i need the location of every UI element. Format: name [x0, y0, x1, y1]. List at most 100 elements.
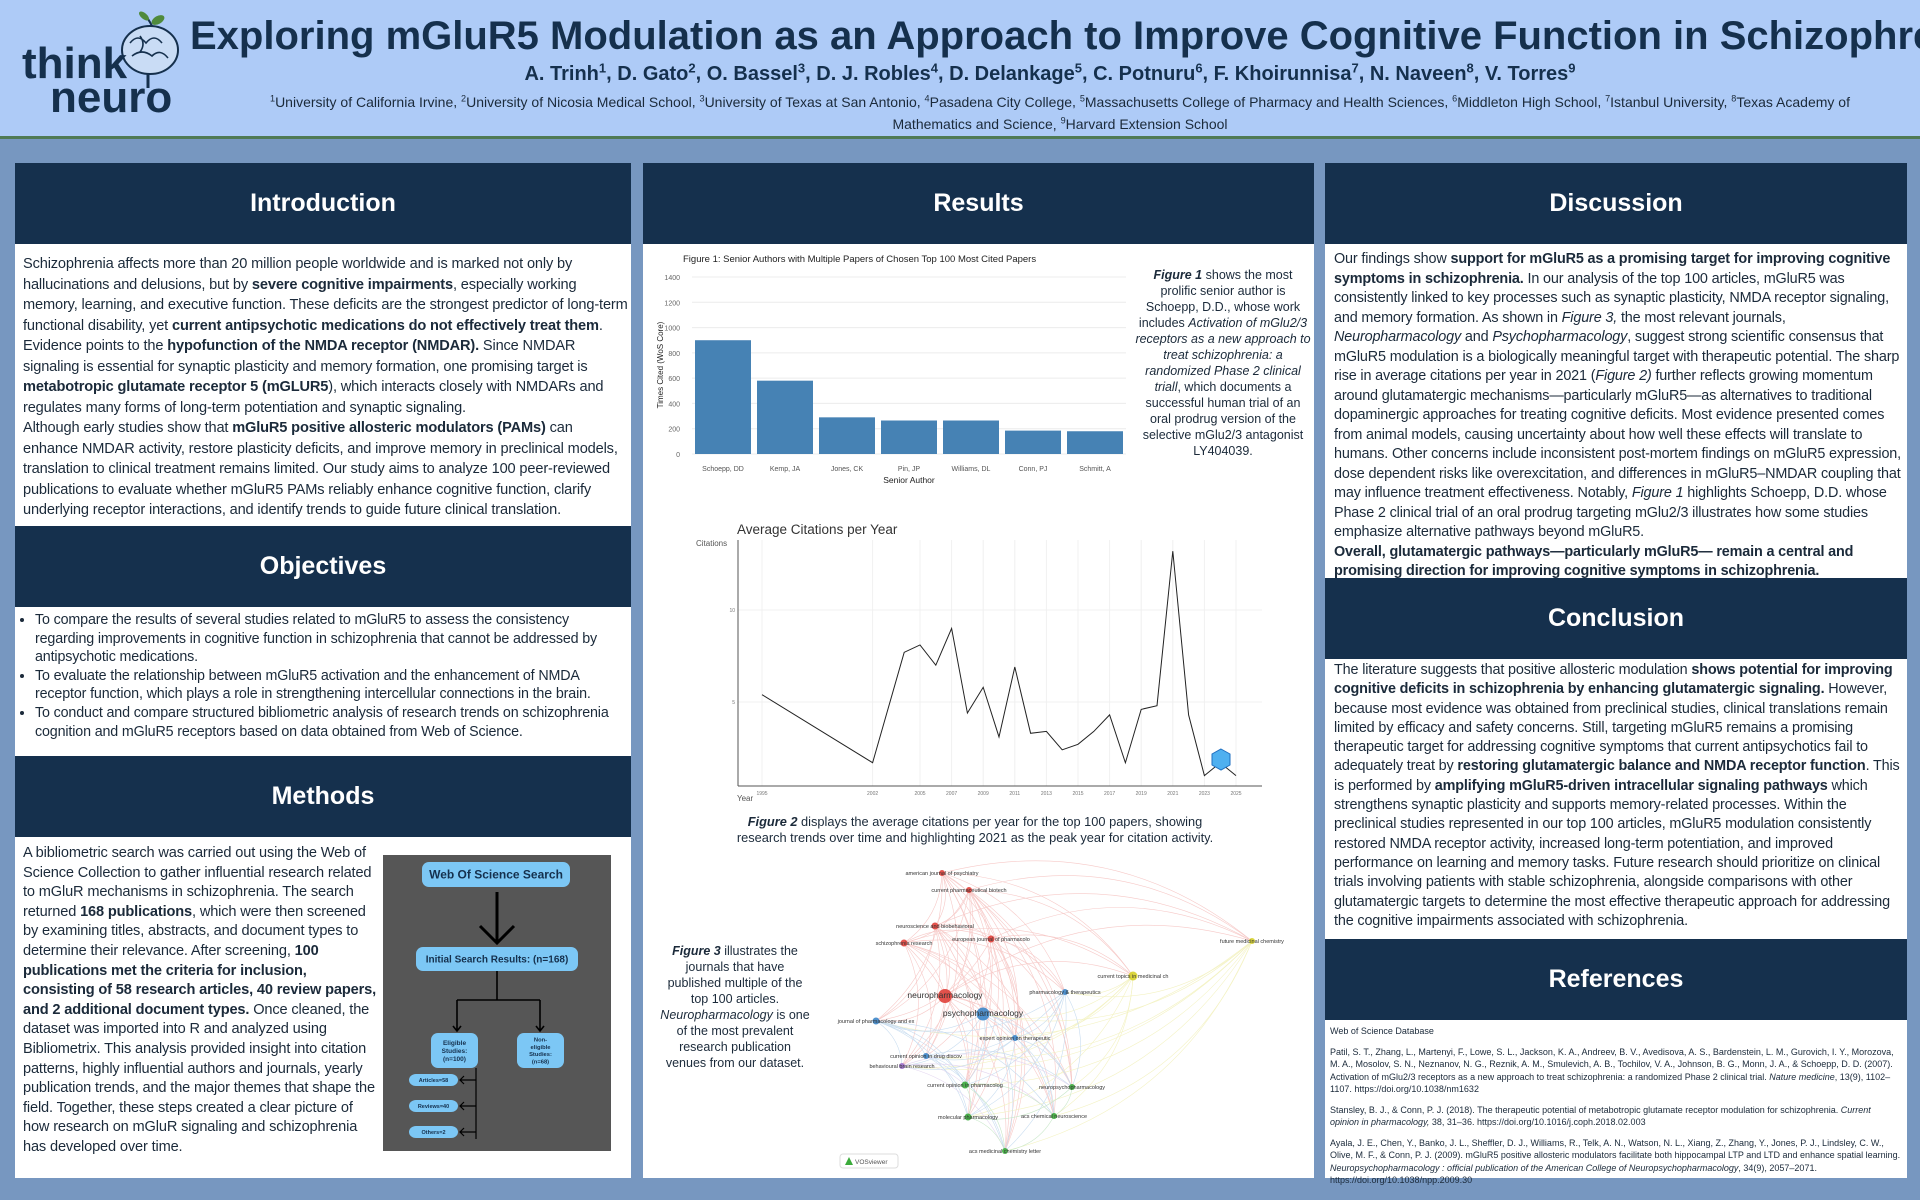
text-run: metabotropic glutamate receptor 5 (mGLUR…	[23, 379, 329, 395]
text-run: , which documents a successful human tri…	[1142, 380, 1304, 458]
text-run: and	[1461, 329, 1493, 345]
paragraph: Patil, S. T., Zhang, L., Martenyi, F., L…	[1330, 1046, 1902, 1096]
text-run: ), which interacts closely with NMDARs a…	[23, 379, 604, 416]
figure-2-caption: Figure 2 displays the average citations …	[725, 814, 1225, 846]
objective-item: To conduct and compare structured biblio…	[35, 704, 629, 741]
author: N. Naveen8	[1369, 60, 1474, 85]
text-run: . This is performed by	[1334, 758, 1900, 794]
text-run: Although early studies show that	[23, 420, 233, 436]
paragraph: Web of Science Database	[1330, 1025, 1902, 1038]
objectives-heading: Objectives	[15, 526, 631, 607]
author: D. Delankage5	[949, 60, 1082, 85]
text-run: Activation of mGlu2/3 receptors as a new…	[1135, 316, 1311, 394]
conclusion-heading: Conclusion	[1325, 578, 1907, 659]
affiliation: 6Middleton High School	[1452, 93, 1598, 110]
results-heading: Results	[643, 163, 1314, 244]
introduction-heading: Introduction	[15, 163, 631, 244]
text-run: severe cognitive impairments	[251, 276, 453, 293]
svg-text:think: think	[22, 39, 128, 88]
affiliation: 5Massachusetts College of Pharmacy and H…	[1079, 93, 1445, 110]
objective-item: To compare the results of several studie…	[35, 611, 629, 667]
text-run: the most relevant journals,	[1617, 309, 1786, 326]
text-run: Patil, S. T., Zhang, L., Martenyi, F., L…	[1330, 1046, 1894, 1082]
objective-item: To evaluate the relationship between mGl…	[35, 667, 629, 704]
text-run: is one of the most prevalent research pu…	[665, 1008, 810, 1070]
text-run: Overall, glutamatergic pathways—particul…	[1334, 543, 1854, 580]
conclusion-text: The literature suggests that positive al…	[1334, 661, 1903, 931]
text-run: Schizophrenia affects more than 20 milli…	[23, 256, 573, 293]
figure-1-caption: Figure 1 shows the most prolific senior …	[1134, 267, 1312, 459]
text-run: restoring glutamatergic balance and NMDA…	[1457, 758, 1866, 775]
poster-header: think neuro Exploring mGluR5 Modulation …	[0, 0, 1920, 139]
objectives-list: To compare the results of several studie…	[15, 611, 629, 741]
discussion-heading: Discussion	[1325, 163, 1907, 244]
text-run: , suggest strong scientific consensus th…	[1334, 329, 1900, 384]
text-run: , which were then screened by examining …	[23, 903, 366, 959]
text-run: A bibliometric search was carried out us…	[23, 845, 372, 920]
author: O. Bassel3	[706, 60, 806, 85]
brain-icon: think neuro	[22, 11, 179, 122]
affiliation-list: 1University of California Irvine, 2Unive…	[270, 93, 1850, 133]
paragraph: Schizophrenia affects more than 20 milli…	[23, 254, 628, 418]
text-run: Current opinion in pharmacology,	[1330, 1104, 1871, 1128]
text-run: Neuropharmacology	[1334, 329, 1462, 345]
text-run: mGluR5 positive allosteric modulators (P…	[232, 420, 546, 436]
text-run: which strengthens synaptic plasticity an…	[1334, 777, 1890, 929]
discussion-text: Our findings show support for mGluR5 as …	[1334, 250, 1903, 582]
author: D. J. Robles4	[816, 60, 938, 85]
text-run: Once cleaned, the dataset was imported i…	[23, 1001, 375, 1155]
text-run: Psychopharmacology	[1492, 329, 1628, 345]
text-run: Web of Science Database	[1330, 1026, 1434, 1036]
paragraph: Our findings show support for mGluR5 as …	[1334, 250, 1903, 543]
text-run: can enhance NMDAR activity, restore plas…	[23, 420, 618, 518]
author: C. Potnuru6	[1093, 60, 1203, 85]
methods-flowchart	[383, 855, 611, 1151]
author: V. Torres9	[1484, 60, 1576, 85]
text-run: amplifying mGluR5-driven intracellular s…	[1434, 777, 1828, 794]
text-run: 168 publications	[80, 903, 193, 920]
text-run: However, because most evidence was obtai…	[1334, 681, 1888, 775]
figure-3-caption: Figure 3 illustrates the journals that h…	[660, 943, 810, 1071]
paragraph: Although early studies show that mGluR5 …	[23, 418, 628, 521]
paragraph: Stansley, B. J., & Conn, P. J. (2018). T…	[1330, 1104, 1902, 1129]
text-run: hypofunction of the NMDA receptor (NMDAR…	[167, 338, 479, 354]
text-run: Since NMDAR signaling is essential for s…	[23, 338, 588, 375]
text-run: Figure 2	[747, 814, 798, 829]
text-run: , 34(9), 2057–2071. https://doi.org/10.1…	[1330, 1162, 1817, 1186]
references-heading: References	[1325, 939, 1907, 1020]
svg-text:neuro: neuro	[50, 73, 172, 116]
text-run: Neuropsychopharmacology : official publi…	[1330, 1162, 1739, 1173]
text-run: shows the most prolific senior author is…	[1138, 268, 1301, 330]
methods-heading: Methods	[15, 756, 631, 837]
text-run: Neuropharmacology	[660, 1008, 773, 1022]
affiliation: 8Texas Academy of Mathematics and Scienc…	[892, 93, 1850, 133]
affiliation: 1University of California Irvine	[270, 93, 454, 110]
text-run: In our analysis of the top 100 articles,…	[1334, 270, 1889, 326]
paragraph: Ayala, J. E., Chen, Y., Banko, J. L., Sh…	[1330, 1137, 1902, 1187]
methods-text: A bibliometric search was carried out us…	[23, 844, 377, 1158]
text-run: The literature suggests that positive al…	[1334, 662, 1692, 678]
affiliation: 2University of Nicosia Medical School	[461, 93, 692, 110]
author: D. Gato2	[617, 60, 696, 85]
text-run: displays the average citations per year …	[736, 814, 1214, 845]
text-run: Figure 2)	[1595, 368, 1652, 384]
affiliation: 3University of Texas at San Antonio	[699, 93, 917, 110]
poster-title: Exploring mGluR5 Modulation as an Approa…	[190, 14, 1920, 58]
text-run: highlights Schoepp, D.D. whose Phase 2 c…	[1334, 485, 1887, 540]
text-run: Nature medicine	[1769, 1071, 1835, 1082]
paragraph: Overall, glutamatergic pathways—particul…	[1334, 543, 1903, 582]
text-run: Figure 3,	[1561, 309, 1618, 326]
affiliation: 9Harvard Extension School	[1060, 115, 1228, 133]
affiliation: 7Istanbul University	[1605, 93, 1724, 110]
text-run: Figure 1	[1153, 268, 1203, 282]
text-run: Ayala, J. E., Chen, Y., Banko, J. L., Sh…	[1330, 1137, 1901, 1161]
affiliation: 4Pasadena City College	[924, 93, 1073, 110]
introduction-text: Schizophrenia affects more than 20 milli…	[23, 254, 628, 521]
text-run: Our findings show	[1334, 251, 1451, 267]
text-run: Figure 1	[1631, 485, 1684, 501]
text-run: further reflects growing momentum around…	[1334, 368, 1901, 501]
author-list: A. Trinh1, D. Gato2, O. Bassel3, D. J. R…	[524, 60, 1576, 85]
author: A. Trinh1	[524, 60, 607, 85]
text-run: , 13(9), 1102–1107. https://doi.org/10.1…	[1330, 1071, 1891, 1095]
text-run: 38, 31–36. https://doi.org/10.1016/j.cop…	[1429, 1117, 1646, 1127]
